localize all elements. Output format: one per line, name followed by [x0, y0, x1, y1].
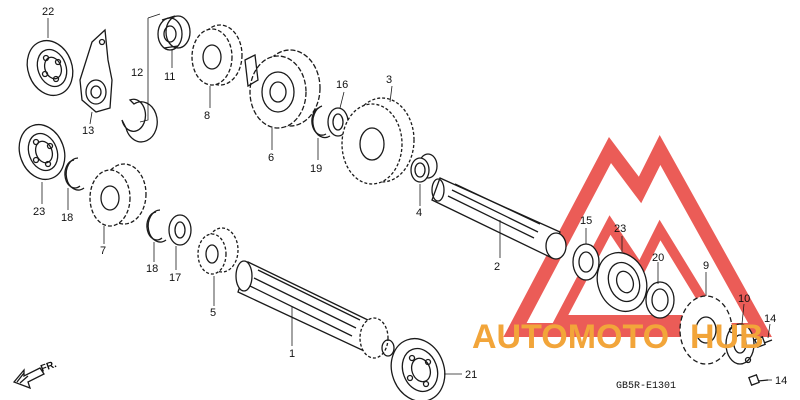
front-direction-arrow [12, 367, 45, 390]
part-16-washer [327, 107, 349, 137]
label-part-20: 20 [652, 252, 664, 264]
part-6-gear [244, 49, 321, 129]
watermark-text-automoto: AUTOMOTO [472, 318, 669, 356]
label-part-23-right: 23 [614, 223, 626, 235]
part-5-gear [197, 227, 239, 275]
part-11-bushing [157, 15, 191, 51]
label-part-3: 3 [386, 74, 392, 86]
label-part-13: 13 [82, 125, 94, 137]
label-part-18-a: 18 [61, 212, 73, 224]
label-part-14-a: 14 [764, 313, 776, 325]
part-8-gear [191, 24, 243, 86]
leader-lines [41, 18, 772, 381]
part-17-washer [168, 214, 192, 246]
label-part-2: 2 [494, 261, 500, 273]
label-part-18-b: 18 [146, 263, 158, 275]
label-part-1: 1 [289, 348, 295, 360]
label-part-19: 19 [310, 163, 322, 175]
part-4-bushing [410, 153, 438, 183]
front-direction-label: FR. [39, 359, 58, 375]
part-14-bolt-b [748, 374, 769, 386]
label-part-22: 22 [42, 6, 54, 18]
part-14-bolt-a [754, 336, 773, 348]
label-part-23-left: 23 [33, 206, 45, 218]
part-19-circlip [311, 105, 331, 139]
label-part-14-b: 14 [775, 375, 787, 387]
diagram-code: GB5R-E1301 [616, 381, 676, 392]
part-21-bearing [390, 337, 446, 400]
part-10-fixing-plate [725, 323, 755, 365]
label-part-17: 17 [169, 272, 181, 284]
label-part-7: 7 [100, 245, 106, 257]
watermark-text-hub: HUB [690, 318, 764, 356]
label-part-15: 15 [580, 215, 592, 227]
label-part-6: 6 [268, 152, 274, 164]
label-part-4: 4 [416, 207, 422, 219]
label-part-12: 12 [131, 67, 143, 79]
part-2-countershaft [431, 177, 567, 260]
part-23-bearing-left [18, 123, 66, 181]
label-part-16: 16 [336, 79, 348, 91]
part-15-oil-seal [572, 243, 600, 281]
part-18-circlip-a [64, 157, 85, 191]
label-part-5: 5 [210, 307, 216, 319]
part-22-bearing [26, 39, 74, 97]
part-13-plate [79, 28, 113, 113]
part-18-circlip-b [146, 209, 167, 243]
label-part-9: 9 [703, 260, 709, 272]
part-20-collar [645, 281, 675, 319]
part-1-mainshaft [235, 260, 395, 359]
part-12-circlip [121, 98, 158, 143]
part-23-bearing-right [596, 251, 648, 313]
label-part-11: 11 [164, 71, 175, 83]
label-part-8: 8 [204, 110, 210, 122]
part-7-gear [89, 163, 147, 227]
label-part-10: 10 [738, 293, 750, 305]
label-part-21: 21 [465, 369, 477, 381]
part-3-gear [341, 97, 415, 185]
